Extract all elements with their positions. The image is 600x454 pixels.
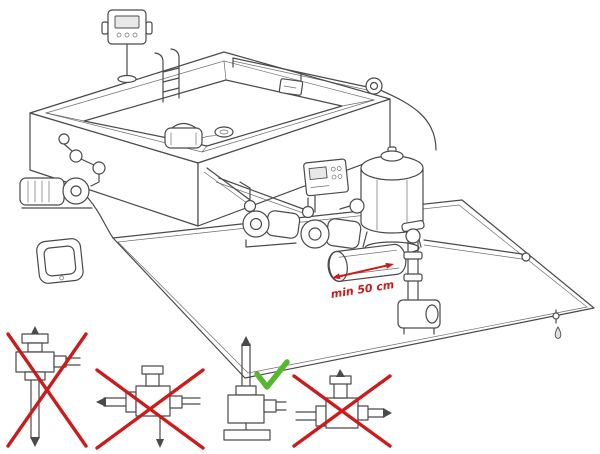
control-panel: [303, 158, 349, 197]
red-cross-icon: [6, 332, 88, 448]
return-pipe-right: [423, 239, 531, 262]
pump-1: [239, 181, 301, 248]
metering-pump: [397, 220, 441, 335]
panel-screen: [308, 166, 328, 181]
suction-pipes: [203, 167, 307, 214]
install-example-4: [295, 369, 392, 429]
rim-pipe: [232, 57, 437, 151]
ground-piping-loop: [87, 197, 595, 379]
circulation-pump: [19, 177, 93, 209]
pump-2: [300, 197, 362, 249]
install-example-1: [15, 326, 81, 447]
drain-tap: [552, 309, 562, 339]
pool-cleaner-robot: [164, 122, 217, 149]
red-cross-icon: [95, 368, 205, 450]
left-suction-pipe: [58, 133, 106, 187]
pool-ladder: [154, 48, 180, 103]
controller-screen: [114, 15, 140, 29]
multiport-valve: [349, 198, 365, 214]
green-check-icon: [254, 359, 290, 390]
floating-cable-ring: [214, 126, 234, 138]
counter-swim-unit: [278, 78, 304, 96]
red-cross-icon: [292, 374, 392, 448]
pool: [29, 51, 391, 227]
water-droplet: [554, 326, 562, 339]
install-example-3: [223, 336, 287, 441]
min-distance-arrow: [332, 262, 394, 280]
line-art-root: min 50 cm: [6, 9, 595, 450]
return-jet-fitting: [365, 77, 383, 95]
sand-filter: [339, 146, 424, 255]
electrical-box: [36, 238, 84, 284]
dosing-controller: [101, 9, 153, 84]
